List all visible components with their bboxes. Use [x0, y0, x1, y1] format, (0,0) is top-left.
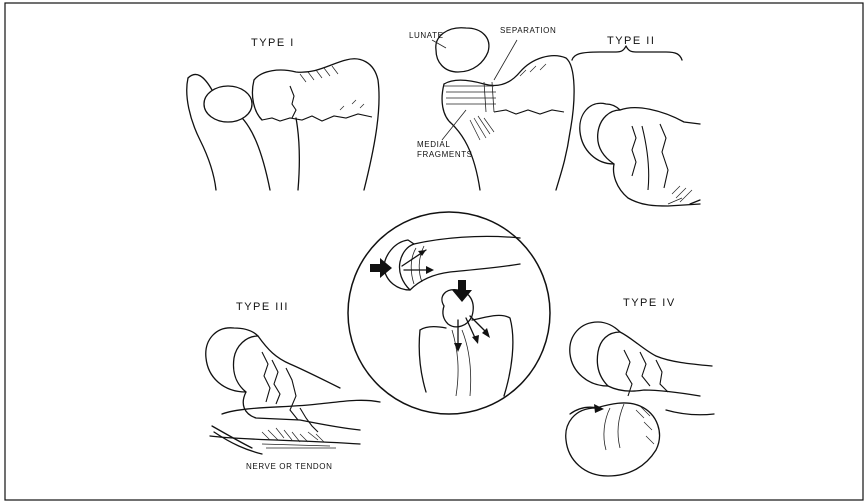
type-2-illustration — [580, 103, 700, 206]
type-3-title: TYPE III — [236, 301, 289, 313]
lunate-separation-illustration — [432, 28, 574, 190]
type-2-brace — [572, 46, 682, 60]
medial-fragments-label-line1: MEDIAL — [417, 140, 450, 149]
type-1-illustration — [187, 59, 379, 190]
type-1-title: TYPE I — [251, 37, 295, 49]
separation-label: SEPARATION — [500, 26, 556, 35]
medial-fragments-label-line2: FRAGMENTS — [417, 150, 473, 159]
diagram-border — [5, 3, 863, 500]
type-4-title: TYPE IV — [623, 297, 676, 309]
type-4-illustration — [566, 322, 714, 476]
nerve-tendon-label: NERVE OR TENDON — [246, 462, 333, 471]
type-2-title: TYPE II — [607, 35, 655, 47]
mechanism-circle — [348, 212, 550, 414]
lunate-label: LUNATE — [409, 31, 444, 40]
